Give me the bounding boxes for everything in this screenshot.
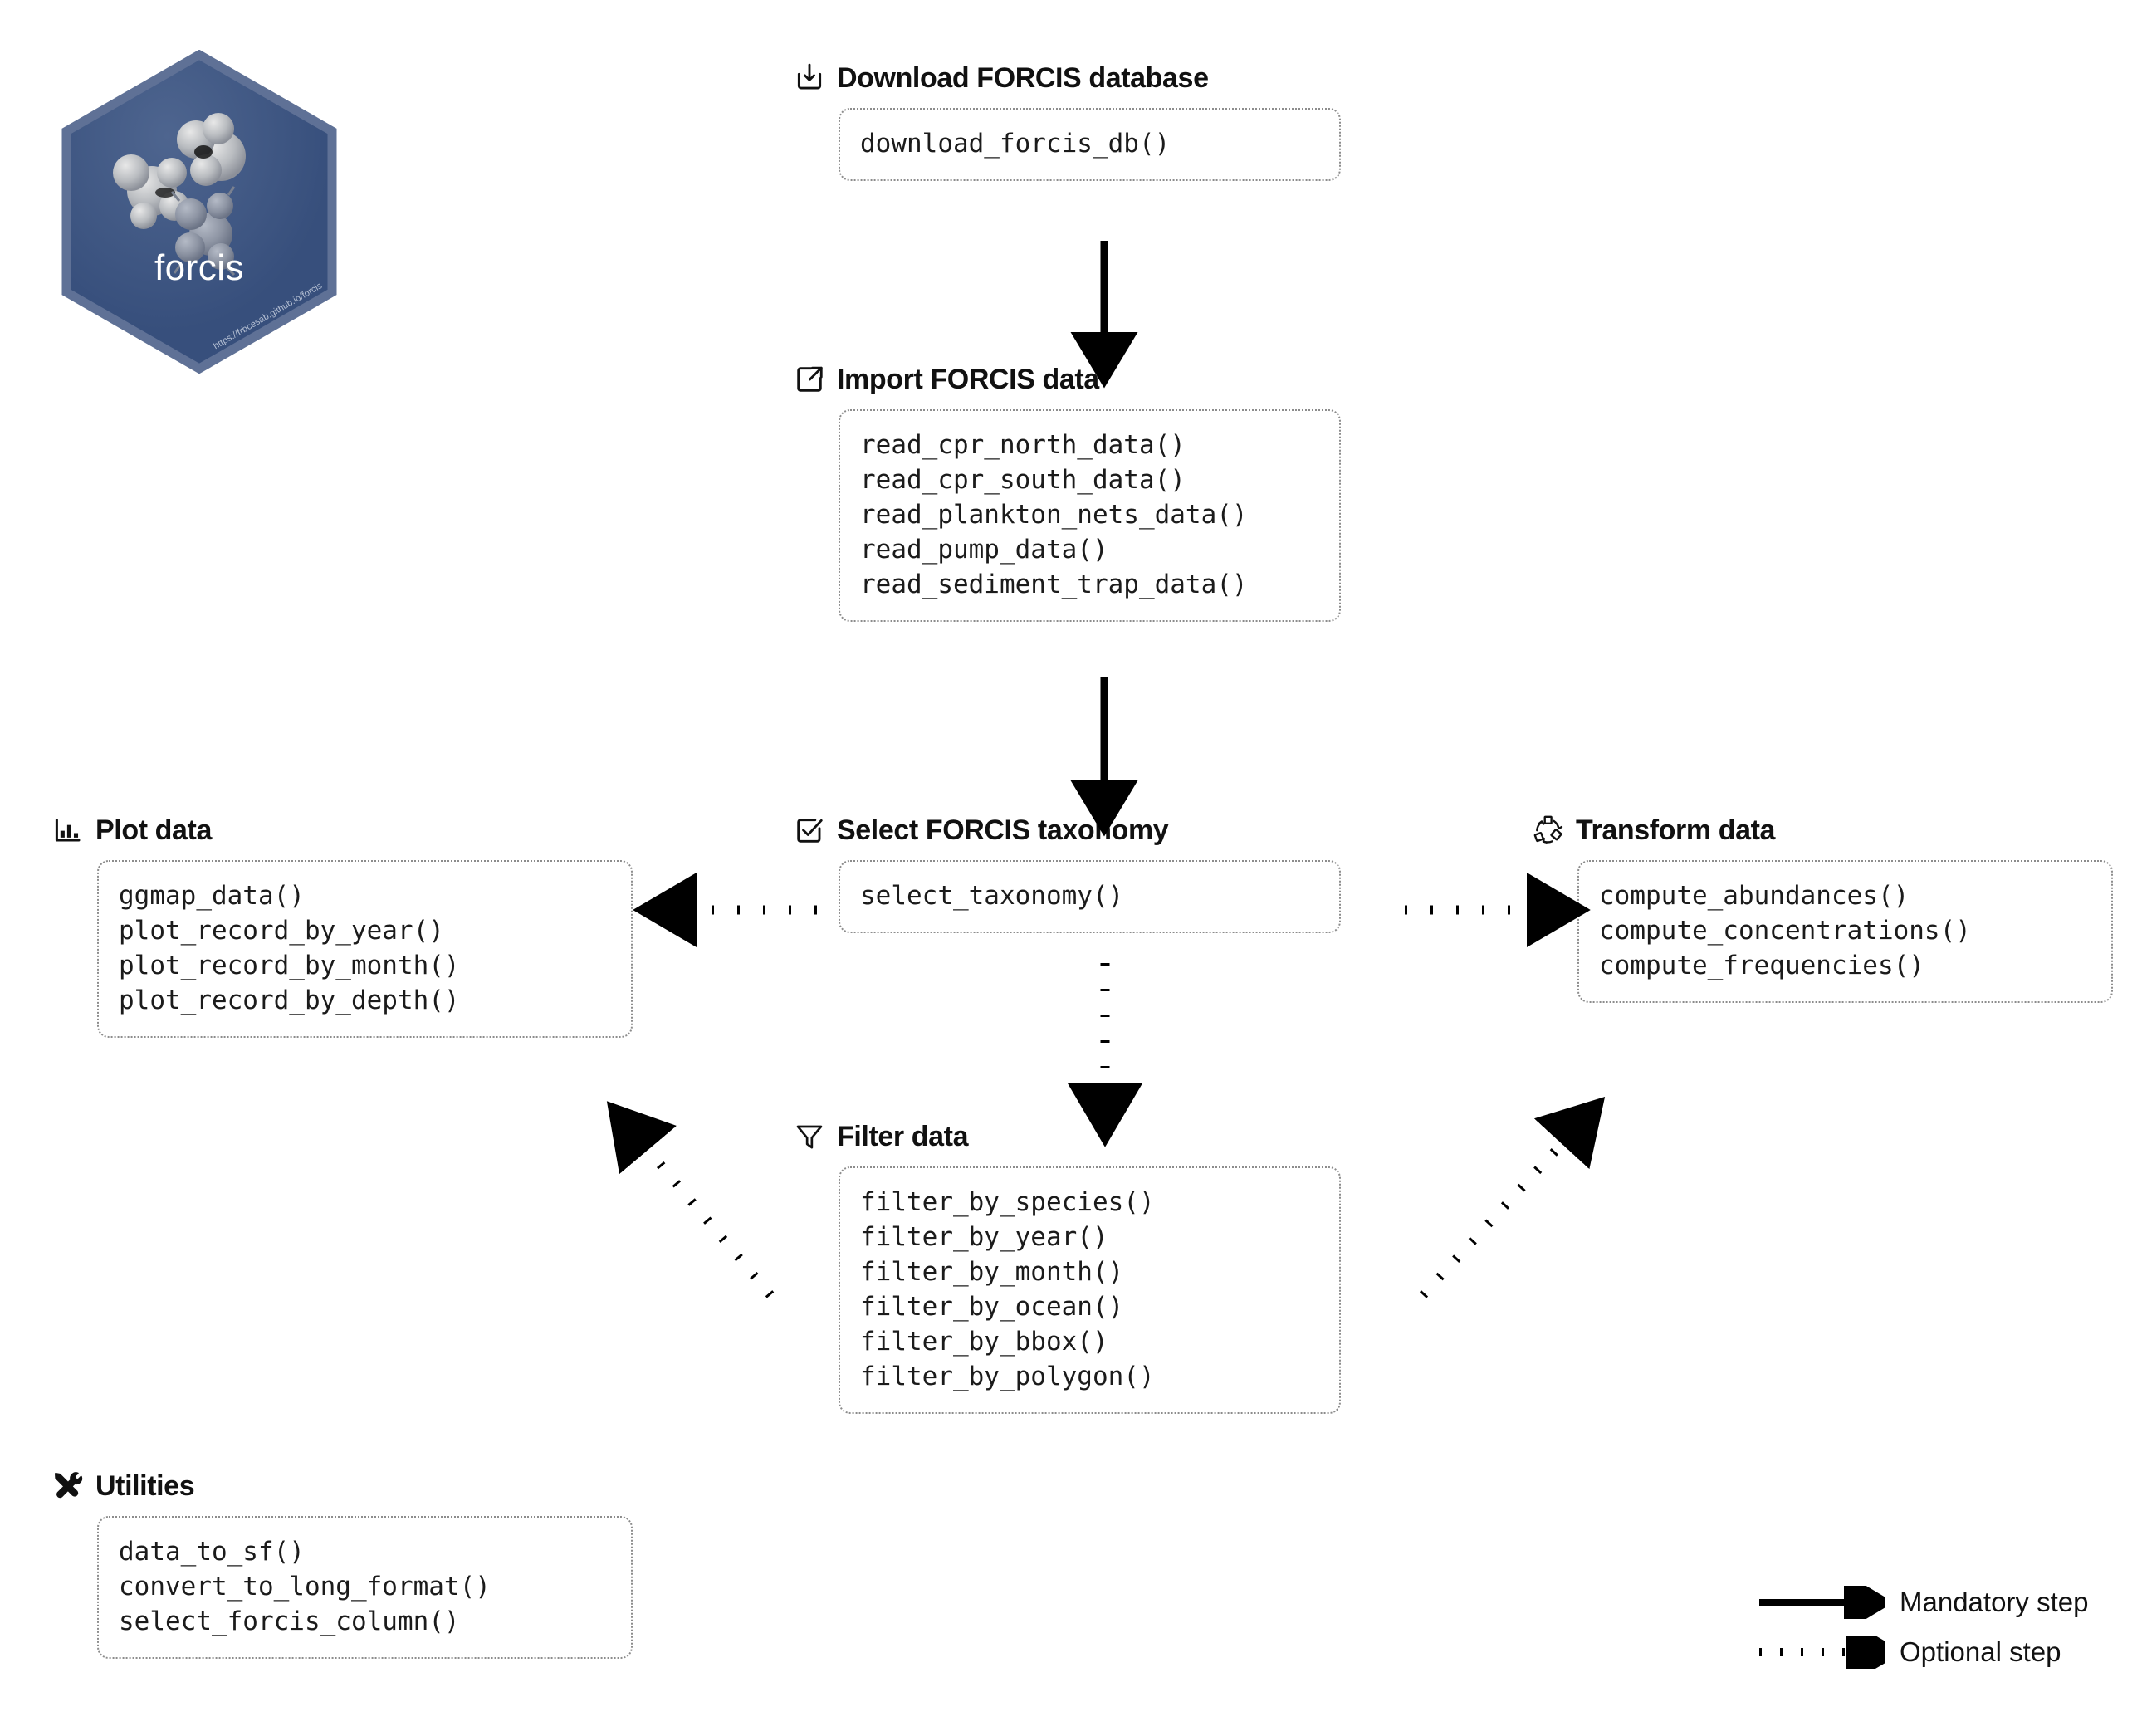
function-name: filter_by_bbox() [860,1327,1108,1357]
section-filter-title: Filter data [837,1120,969,1152]
section-plot-data: Plot data ggmap_data() plot_record_by_ye… [51,812,633,1038]
mandatory-arrow-icon [1756,1586,1885,1619]
function-name: select_taxonomy() [860,881,1124,911]
section-import: Import FORCIS data read_cpr_north_data()… [793,361,1341,622]
function-name: convert_to_long_format() [119,1572,491,1602]
section-download-title: Download FORCIS database [837,61,1209,94]
function-name: read_pump_data() [860,535,1108,565]
section-select-header: Select FORCIS taxonomy [793,812,1341,848]
section-download-header: Download FORCIS database [793,60,1341,96]
function-name: compute_frequencies() [1599,951,1924,980]
section-utilities-title: Utilities [95,1469,195,1502]
legend-label-optional: Optional step [1900,1636,2061,1667]
legend-row-optional: Optional step [1756,1627,2088,1677]
section-transform-data: Transform data compute_abundances() comp… [1532,812,2113,1003]
legend-row-mandatory: Mandatory step [1756,1577,2088,1627]
function-name: compute_concentrations() [1599,916,1971,946]
funnel-icon [793,1120,826,1153]
section-select-taxonomy: Select FORCIS taxonomy select_taxonomy() [793,812,1341,933]
function-name: data_to_sf() [119,1537,305,1567]
section-import-header: Import FORCIS data [793,361,1341,398]
function-name: plot_record_by_month() [119,951,460,980]
section-filter-header: Filter data [793,1118,1341,1155]
select-function-box: select_taxonomy() [839,860,1341,933]
transform-function-box: compute_abundances() compute_concentrati… [1577,860,2113,1003]
section-plot-title: Plot data [95,814,212,846]
box-arrow-up-right-icon [793,363,826,396]
section-transform-title: Transform data [1576,814,1776,846]
function-name: read_cpr_south_data() [860,465,1186,495]
shapes-cycle-icon [1532,814,1565,847]
arrow-filter-to-transform [1419,1096,1606,1298]
function-name: filter_by_month() [860,1257,1124,1287]
function-name: read_cpr_north_data() [860,430,1186,460]
filter-function-box: filter_by_species() filter_by_year() fil… [839,1166,1341,1414]
utilities-function-box: data_to_sf() convert_to_long_format() se… [97,1516,633,1659]
arrow-filter-to-plot [606,1101,775,1298]
download-box-icon [793,61,826,95]
plot-function-box: ggmap_data() plot_record_by_year() plot_… [97,860,633,1038]
function-name: filter_by_polygon() [860,1362,1155,1391]
function-name: filter_by_year() [860,1222,1108,1252]
bar-chart-icon [51,814,85,847]
function-name: plot_record_by_depth() [119,985,460,1015]
function-name: read_sediment_trap_data() [860,570,1248,599]
section-utilities: Utilities data_to_sf() convert_to_long_f… [51,1468,633,1659]
section-download: Download FORCIS database download_forcis… [793,60,1341,181]
legend: Mandatory step Optional step [1756,1577,2088,1677]
function-name: filter_by_species() [860,1187,1155,1217]
section-filter-data: Filter data filter_by_species() filter_b… [793,1118,1341,1414]
function-name: ggmap_data() [119,881,305,911]
section-transform-header: Transform data [1532,812,2113,848]
legend-label-mandatory: Mandatory step [1900,1587,2089,1617]
function-name: select_forcis_column() [119,1606,460,1636]
download-function-box: download_forcis_db() [839,108,1341,181]
function-name: read_plankton_nets_data() [860,500,1248,530]
checkbox-checked-icon [793,814,826,847]
function-name: download_forcis_db() [860,129,1171,159]
function-name: plot_record_by_year() [119,916,444,946]
section-plot-header: Plot data [51,812,633,848]
section-select-title: Select FORCIS taxonomy [837,814,1169,846]
import-function-box: read_cpr_north_data() read_cpr_south_dat… [839,409,1341,622]
section-import-title: Import FORCIS data [837,363,1099,395]
tools-icon [51,1469,85,1503]
section-utilities-header: Utilities [51,1468,633,1504]
function-name: filter_by_ocean() [860,1292,1124,1322]
function-name: compute_abundances() [1599,881,1910,911]
forcis-hex-logo: forcis https://frbcesab.github.io/forcis [58,50,340,374]
optional-arrow-icon [1756,1636,1885,1669]
